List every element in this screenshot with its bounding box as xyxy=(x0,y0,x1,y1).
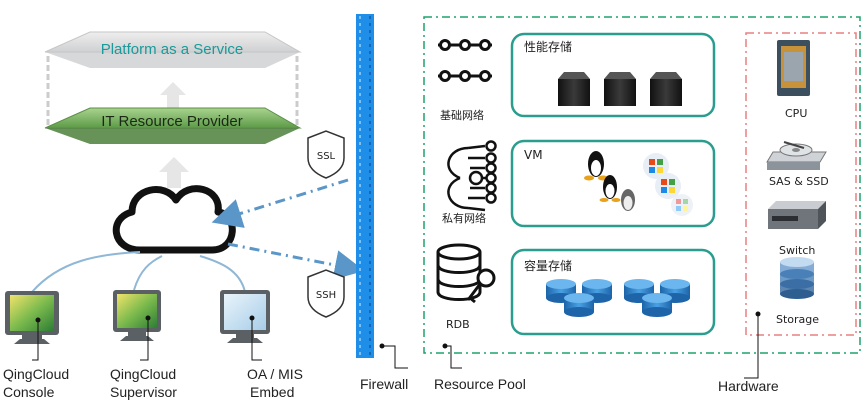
paas-layer: Platform as a Service xyxy=(44,31,302,68)
connection-arrows xyxy=(211,178,365,280)
hardware-item-switch: Switch xyxy=(779,244,816,257)
cloud-icon xyxy=(112,185,236,254)
firewall-bar xyxy=(356,14,374,358)
stack-group: Platform as a Service IT Resource Provid… xyxy=(44,31,302,188)
database-icon xyxy=(436,243,496,304)
rdb-label: RDB xyxy=(446,318,470,331)
client-embed-line1: OA / MIS xyxy=(247,366,304,382)
resource-pool-label: Resource Pool xyxy=(434,376,526,392)
paas-label: Platform as a Service xyxy=(101,41,244,58)
switch-icon xyxy=(768,201,826,229)
linux-penguin-icon xyxy=(584,151,635,211)
client-supervisor-line2: Supervisor xyxy=(110,384,177,400)
it-resource-label: IT Resource Provider xyxy=(101,113,242,130)
hardware-item-disk: SAS & SSD xyxy=(769,175,829,188)
client-callouts xyxy=(32,318,262,361)
hardware-label: Hardware xyxy=(718,378,779,394)
monitor-embed-icon xyxy=(220,290,270,343)
resource-pool-border xyxy=(423,16,861,354)
ssh-label: SSH xyxy=(316,290,336,301)
server-icon xyxy=(558,72,682,106)
client-supervisor-line1: QingCloud xyxy=(110,366,177,382)
performance-storage-box xyxy=(510,32,716,118)
storage-cylinders-icon xyxy=(546,279,690,317)
client-console-line2: Console xyxy=(3,384,55,400)
client-embed-line2: Embed xyxy=(250,384,295,400)
hard-disk-icon xyxy=(766,141,827,170)
base-network-icon xyxy=(438,39,492,82)
hardware-item-storage: Storage xyxy=(776,313,820,326)
hardware-item-cpu: CPU xyxy=(785,107,808,120)
base-network-label: 基础网络 xyxy=(440,109,484,122)
up-arrow-icon xyxy=(160,82,186,110)
windows-logo-icon xyxy=(643,153,693,216)
storage-stack-icon xyxy=(780,257,814,299)
capacity-storage-box xyxy=(510,248,716,336)
private-network-icon xyxy=(447,140,497,212)
ssl-shield: SSL xyxy=(307,130,345,179)
client-console-line1: QingCloud xyxy=(3,366,70,382)
performance-storage-title: 性能存储 xyxy=(524,40,573,54)
cpu-icon xyxy=(777,40,810,96)
client-links xyxy=(31,251,246,293)
it-resource-layer: IT Resource Provider xyxy=(44,107,302,144)
ssl-label: SSL xyxy=(317,151,336,162)
monitor-console-icon xyxy=(5,291,59,344)
capacity-storage-title: 容量存储 xyxy=(524,259,573,273)
private-network-label: 私有网络 xyxy=(442,212,486,225)
monitor-supervisor-icon xyxy=(113,290,161,341)
cloud-up-arrow-icon xyxy=(159,157,189,188)
firewall-label: Firewall xyxy=(360,376,409,392)
hardware-border xyxy=(745,32,857,336)
ssh-shield: SSH xyxy=(307,269,345,318)
vm-title: VM xyxy=(524,148,543,162)
vm-box xyxy=(510,139,716,228)
